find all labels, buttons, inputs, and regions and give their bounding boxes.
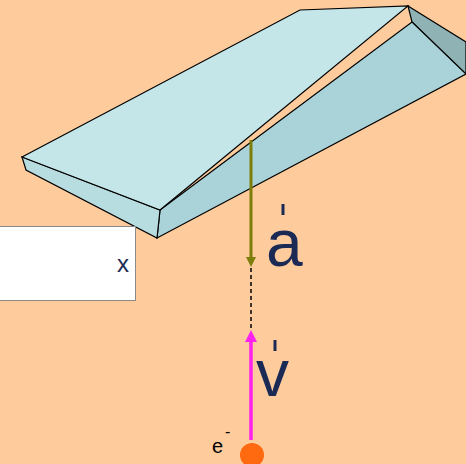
text-box: x	[0, 226, 136, 301]
acceleration-label: a	[266, 210, 303, 276]
charge-sign: -	[225, 424, 230, 440]
slab-top-face	[22, 6, 408, 210]
velocity-label: v	[256, 340, 289, 406]
electron	[240, 443, 264, 464]
electron-label: e	[212, 436, 223, 456]
acceleration-arrow	[250, 140, 253, 262]
velocity-arrow	[249, 336, 253, 440]
box-text: x	[117, 252, 129, 276]
dashed-path	[250, 268, 252, 330]
